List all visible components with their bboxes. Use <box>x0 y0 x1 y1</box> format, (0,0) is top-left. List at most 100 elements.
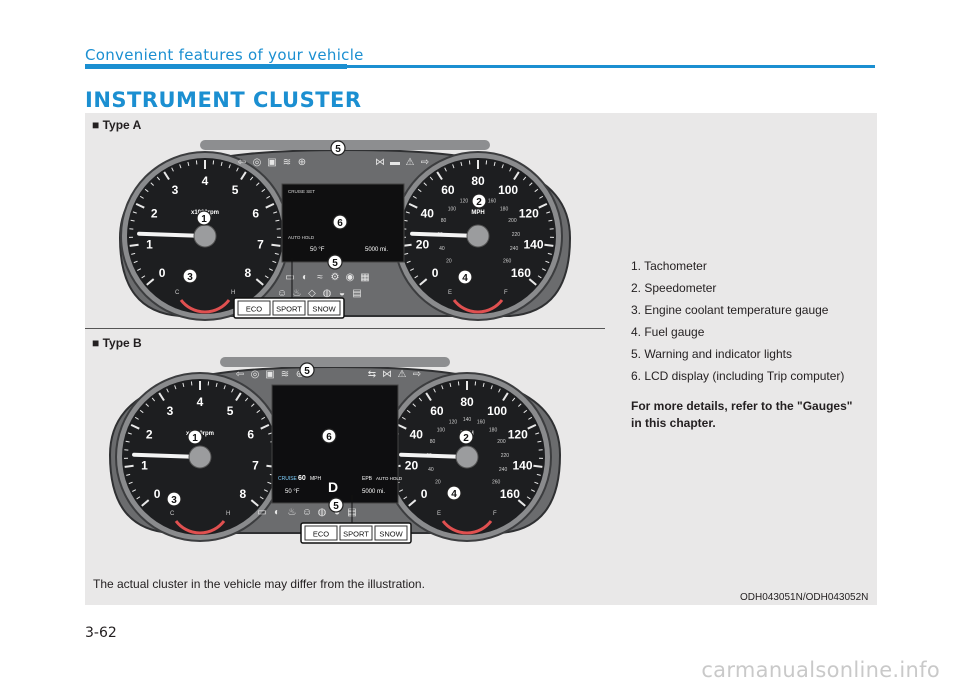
gauge-tick <box>482 382 485 387</box>
indicator-light-icon: ◐ <box>274 507 280 518</box>
callout-marker <box>187 429 203 445</box>
warning-light-icon: ◎ <box>253 157 262 168</box>
gauge-tick <box>517 499 526 507</box>
gauge-tick-label: 0 <box>421 487 428 501</box>
drive-mode-label: SPORT <box>276 305 302 314</box>
gauge-tick <box>250 499 259 507</box>
gauge-sub-tick-label: 220 <box>512 232 521 238</box>
gauge-tick-label: 80 <box>471 174 485 188</box>
indicator-light-icon: ▭ <box>285 272 294 283</box>
gauge-tick <box>235 392 242 402</box>
drive-mode-label: ECO <box>313 530 329 539</box>
lcd-display <box>281 183 405 263</box>
warning-light-icon: ⇆ <box>368 369 376 380</box>
indicator-light-icon: ◇ <box>308 288 316 299</box>
gauge-tick <box>151 397 156 402</box>
gauge-sub-tick-label: 40 <box>439 246 445 252</box>
gauge-tick <box>215 382 218 387</box>
gauge-tick <box>523 409 528 414</box>
drive-mode-label: SPORT <box>343 530 369 539</box>
mini-gauge-max: H <box>231 290 235 296</box>
gauge-tick <box>220 161 223 166</box>
lcd-auto-hold-text: AUTO HOLD <box>288 235 315 240</box>
lcd-odometer-text: 5000 mi. <box>365 247 388 253</box>
callout-marker <box>299 362 315 378</box>
warning-light-icon: ◎ <box>251 369 260 380</box>
callout-number: 5 <box>304 366 310 377</box>
gauge-tick-label: 7 <box>252 458 259 472</box>
gauge-tick-label: 8 <box>240 487 247 501</box>
gauge-tick-label: 4 <box>197 395 204 409</box>
callout-number: 2 <box>476 197 482 208</box>
gauge-tick-label: 80 <box>460 395 474 409</box>
warning-light-icon: ⇦ <box>238 157 246 168</box>
gauge-tick <box>535 432 540 435</box>
warning-light-icon: ≋ <box>281 369 289 380</box>
gauge-tick <box>408 499 417 507</box>
type-b-label: ■ Type B <box>92 336 142 350</box>
gauge-tick <box>131 252 136 255</box>
gauge-tick-label: 5 <box>232 183 239 197</box>
gauge-tick <box>261 416 266 420</box>
gauge-tick <box>518 403 522 407</box>
gauge-tick <box>125 440 130 443</box>
gauge-sub-tick-label: 100 <box>448 206 457 212</box>
gauge-tick-label: 5 <box>227 404 234 418</box>
gauge-tick <box>156 176 161 181</box>
callout-marker <box>196 210 212 226</box>
gauge-tick <box>132 489 137 492</box>
mini-gauge-arc <box>174 520 226 535</box>
lcd-gear-indicator: D <box>328 479 338 495</box>
gauge-tick <box>534 188 539 193</box>
gauge-tick <box>266 195 271 199</box>
indicator-light-icon: ♨ <box>288 507 297 518</box>
gauge-tick-label: 120 <box>508 427 528 441</box>
gauge-tick <box>231 388 234 393</box>
gauge-tick <box>548 219 553 222</box>
gauge-tick <box>536 473 541 476</box>
gauge-tick <box>236 167 239 172</box>
gauge-tick <box>522 176 527 181</box>
gauge-sub-tick-label: 20 <box>446 258 452 264</box>
gauge-tick-label: 6 <box>252 206 259 220</box>
gauge-tick <box>255 278 264 286</box>
gauge-tick <box>418 397 423 402</box>
warning-light-icon: ▣ <box>267 157 276 168</box>
gauge-tick <box>141 275 146 279</box>
gauge-tick <box>135 202 145 209</box>
gauge-tick <box>533 464 543 468</box>
callout-number: 5 <box>332 258 338 269</box>
gauge-tick <box>264 275 269 279</box>
gauge-tick-label: 6 <box>247 427 254 441</box>
gauge-tick-label: 2 <box>151 206 158 220</box>
gauge-tick <box>408 202 418 209</box>
gauge-tick <box>498 388 501 393</box>
gauge-tick <box>144 188 149 193</box>
gauge-tick <box>268 268 273 271</box>
warning-light-icon: ⋈ <box>382 369 392 380</box>
gauge-tick <box>547 252 552 255</box>
drive-mode-button <box>307 300 341 316</box>
gauge-tick <box>417 188 422 193</box>
section-header: Convenient features of your vehicle <box>85 46 364 64</box>
indicator-light-icon: ☺ <box>302 507 312 518</box>
gauge-tick <box>139 195 144 199</box>
drive-mode-button <box>339 525 373 541</box>
gauge-tick <box>441 385 444 390</box>
lcd-epb-text: EPB <box>362 476 373 482</box>
page-title: INSTRUMENT CLUSTER <box>85 88 362 112</box>
drive-mode-button <box>272 300 306 316</box>
gauge-tick <box>539 195 544 199</box>
gauge-tick <box>541 268 546 271</box>
gauge-tick <box>158 392 165 402</box>
gauge-tick <box>150 182 154 186</box>
mini-gauge-arc <box>452 299 504 314</box>
warning-light-icon: ⇨ <box>413 369 421 380</box>
gauge-tick-label: 4 <box>202 174 209 188</box>
gauge-tick <box>275 219 280 222</box>
gauge-tick <box>182 382 185 387</box>
gauge-tick <box>527 423 537 430</box>
cluster-hood <box>220 357 450 367</box>
gauge-tick-label: 20 <box>416 237 430 251</box>
gauge-tick <box>261 188 266 193</box>
